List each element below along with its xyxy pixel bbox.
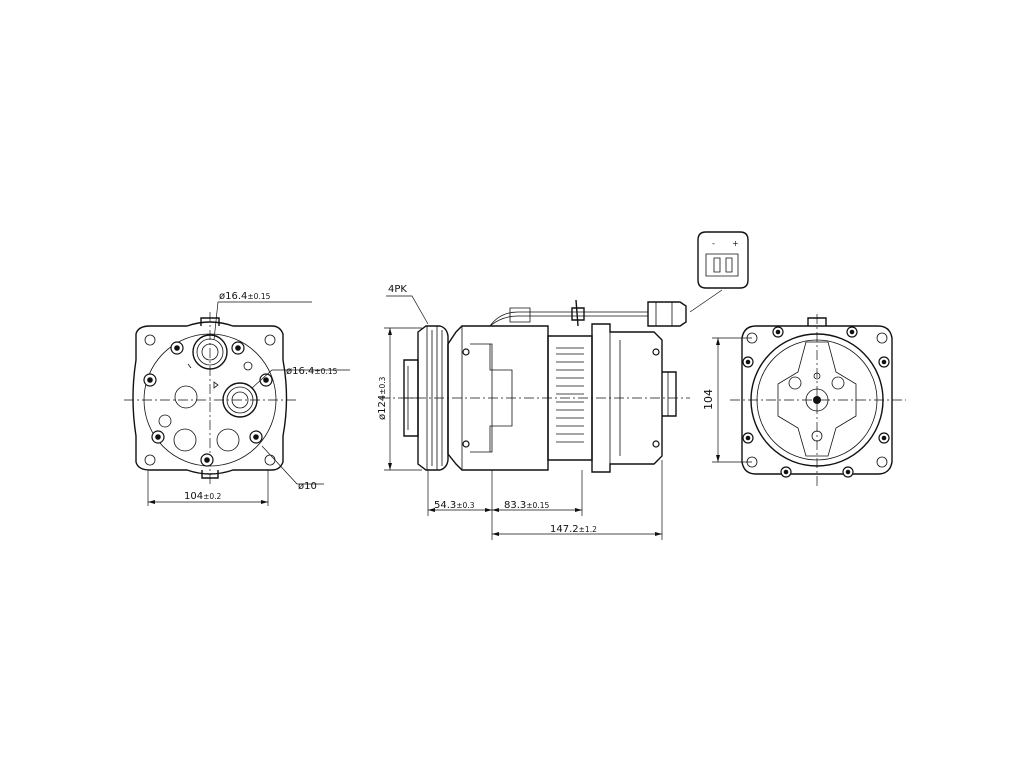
pulley xyxy=(417,325,449,471)
rear-width-dimension-line xyxy=(147,470,269,506)
rear-valve xyxy=(662,371,677,417)
side-view xyxy=(380,289,723,540)
clutch-hub xyxy=(403,359,419,437)
front-view-outline xyxy=(741,325,893,475)
upper-port-diameter-label: ø16.4±0.15 xyxy=(219,291,271,302)
front-hub xyxy=(805,388,829,412)
rear-width-label: 104±0.2 xyxy=(184,491,222,502)
length-total-label: 147.2±1.2 xyxy=(550,524,597,535)
connector-leader xyxy=(689,289,723,313)
suction-port xyxy=(192,334,228,370)
cable-clip xyxy=(571,299,585,327)
body-cooling-fins xyxy=(556,347,584,443)
lower-port-diameter-label: ø16.4±0.15 xyxy=(286,366,338,377)
length-dimensions xyxy=(427,460,663,540)
compressor-body-rear xyxy=(591,323,663,473)
length-b-label: 83.3±0.15 xyxy=(504,500,549,511)
rear-bottom-lug xyxy=(201,470,219,479)
hole-diameter-label: ø10 xyxy=(298,481,317,492)
connector-plus-label: + xyxy=(732,239,739,248)
front-bolt xyxy=(742,326,890,478)
pulley-diameter-label: ø124±0.3 xyxy=(377,376,388,420)
lower-port-leader xyxy=(251,369,350,389)
upper-port-leader xyxy=(213,301,312,341)
compressor-body-front xyxy=(447,325,549,471)
front-height-label: 104 xyxy=(702,389,715,410)
rear-view-hole xyxy=(174,385,198,409)
electrical-connector xyxy=(647,301,687,327)
connector-detail xyxy=(697,231,749,289)
pulley-type-label: 4PK xyxy=(388,284,407,295)
front-center-plate xyxy=(777,341,857,457)
front-view xyxy=(712,314,906,486)
connector-minus-label: - xyxy=(712,239,715,248)
front-outer-ring xyxy=(750,333,884,467)
pulley-grooves xyxy=(426,326,443,470)
rear-view-outline xyxy=(132,321,288,475)
pulley-type-leader xyxy=(386,295,429,325)
rear-top-lug xyxy=(200,317,220,326)
length-a-label: 54.3±0.3 xyxy=(434,500,475,511)
rear-view-hole xyxy=(216,428,240,452)
rear-bolt xyxy=(143,341,273,467)
rear-view xyxy=(124,301,350,506)
pulley-diameter-dimension xyxy=(384,327,422,471)
connector-detail-outline xyxy=(697,231,749,289)
wire-harness xyxy=(489,311,648,327)
hole-leader xyxy=(261,445,324,485)
front-height-dimension xyxy=(712,337,752,463)
discharge-port xyxy=(222,382,258,418)
rear-view-hole xyxy=(173,428,197,452)
